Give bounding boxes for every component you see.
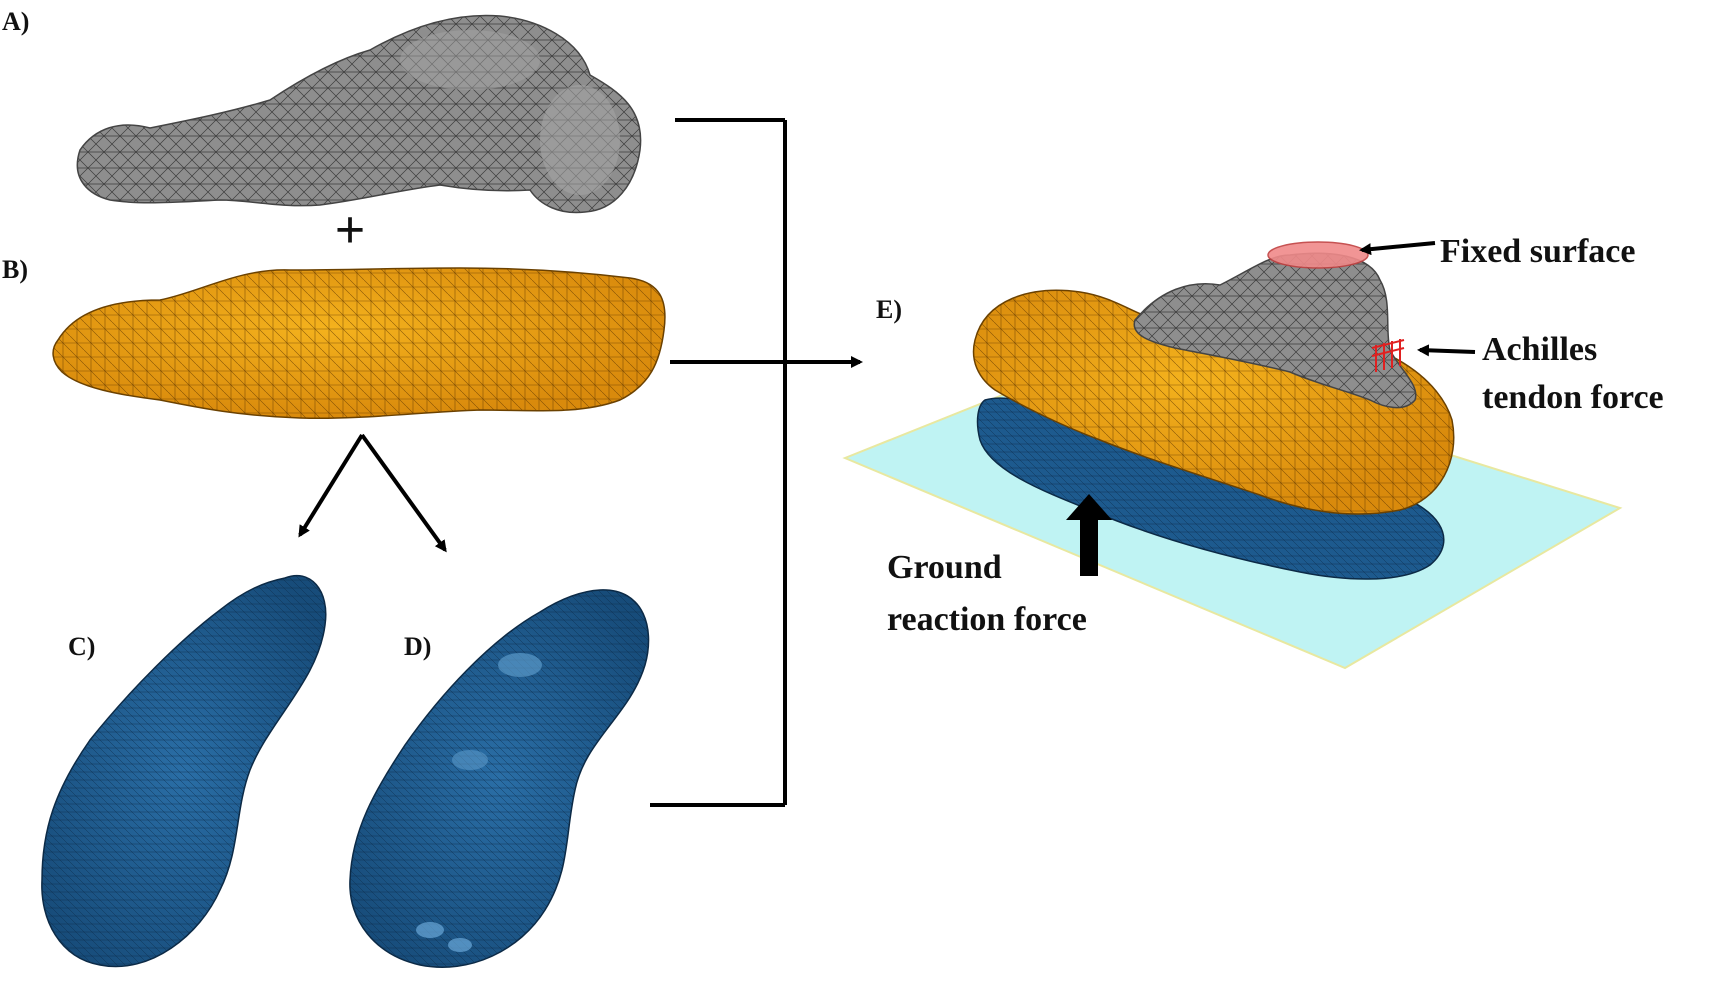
fixed-surface-label: Fixed surface bbox=[1440, 233, 1635, 270]
plus-sign: + bbox=[335, 200, 366, 260]
ground-reaction-label-line1: Ground bbox=[887, 549, 1002, 586]
panel-label-c: C) bbox=[68, 632, 95, 661]
panel-label-e: E) bbox=[876, 295, 902, 324]
achilles-label-line2: tendon force bbox=[1482, 379, 1664, 416]
achilles-force-marker bbox=[1371, 339, 1405, 372]
split-arrows bbox=[298, 433, 447, 553]
panel-label-d: D) bbox=[404, 632, 431, 661]
ground-reaction-label-line2: reaction force bbox=[887, 601, 1087, 638]
panel-label-b: B) bbox=[2, 255, 28, 284]
panel-b-foot-tissue bbox=[52, 267, 666, 420]
fixed-surface-marker bbox=[1267, 241, 1369, 269]
annotation-arrows bbox=[1359, 241, 1476, 357]
panel-a-bones bbox=[76, 14, 642, 214]
ground-reaction-arrow bbox=[1066, 494, 1112, 576]
achilles-label-line1: Achilles bbox=[1482, 331, 1597, 368]
panel-e-assembly bbox=[842, 241, 1623, 670]
panel-d-custom-insole bbox=[349, 589, 650, 968]
combine-bracket bbox=[650, 118, 863, 807]
panel-c-flat-insole bbox=[41, 574, 327, 968]
panel-label-a: A) bbox=[2, 7, 29, 36]
